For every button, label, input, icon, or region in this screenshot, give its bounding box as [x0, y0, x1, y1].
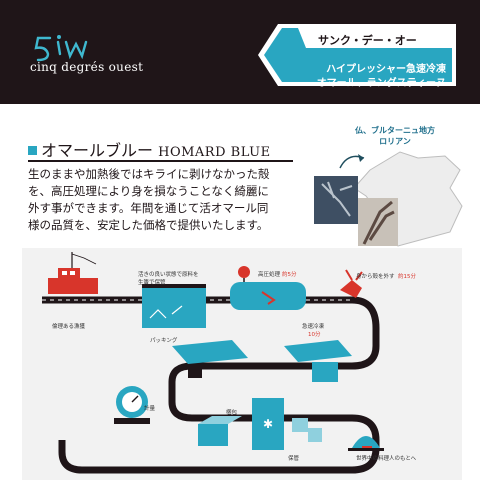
- process-track: ✱: [42, 252, 384, 474]
- france-map-icon: [314, 151, 463, 247]
- description-line: 外す事ができます。年間を通じて活オマール同: [28, 201, 269, 215]
- step-weigh: 計量: [144, 406, 156, 412]
- description-line: を、高圧処理により身を損なうことなく綺麗に: [28, 184, 269, 198]
- step-chef: 世界中の料理人のもとへ: [356, 456, 417, 462]
- fishing-boat-icon: [48, 252, 98, 294]
- description-line: 様の品質を、安定した価格で提供いたします。: [28, 218, 269, 232]
- high-pressure-machine-icon: [230, 266, 306, 310]
- step-pack: 梱包: [226, 410, 238, 416]
- logo-text: cinq degrés ouest: [30, 60, 144, 74]
- brand-katakana: サンク・デー・オー: [318, 34, 417, 47]
- lobster-photo-2: [358, 198, 398, 246]
- title-en: HOMARD BLUE: [158, 145, 271, 160]
- step-packing: パッキング: [150, 338, 178, 344]
- step-hpp: 高圧処理: [258, 272, 281, 278]
- cold-storage-icon: ✱: [252, 398, 322, 450]
- step-freeze: 急速冷凍: [302, 324, 325, 330]
- header-banner: cinq degrés ouest サンク・デー・オー ハイプレッシャー急速冷凍…: [0, 0, 480, 104]
- step-shell: 身から殻を外す: [356, 274, 395, 280]
- product-line-2: オマール、ラングスティーヌ: [316, 78, 446, 89]
- lobster-icon: [340, 269, 363, 298]
- serving-cloche-icon: [348, 436, 384, 451]
- step-shell-time: 約15分: [398, 274, 416, 280]
- logo-mark: [34, 34, 88, 62]
- svg-text:✱: ✱: [263, 417, 273, 431]
- scale-icon: [114, 386, 150, 424]
- product-line-1: ハイプレッシャー急速冷凍: [326, 64, 446, 75]
- step-storage-2: 生簀で保管: [138, 280, 166, 286]
- step-fishing: 倫理ある漁獲: [52, 324, 86, 330]
- freezer-machine-icon: [284, 340, 352, 382]
- region-line-1: 仏、ブルターニュ地方: [355, 126, 435, 135]
- lobster-photo-1: [314, 176, 358, 224]
- square-bullet-icon: [28, 146, 37, 155]
- product-panel: サンク・デー・オー ハイプレッシャー急速冷凍 オマール、ラングスティーヌ: [258, 24, 456, 89]
- title-divider: [28, 160, 293, 162]
- title-jp: オマールブルー: [41, 141, 154, 160]
- description: 生のままや加熱後ではキライに剥けなかった殻 を、高圧処理により身を損なうことなく…: [28, 166, 298, 234]
- step-store: 保管: [288, 456, 300, 462]
- region-line-2: ロリアン: [379, 137, 411, 146]
- section-title: オマールブルー HOMARD BLUE: [28, 137, 271, 161]
- step-storage-1: 活きの良い状態で原料を: [138, 272, 199, 278]
- region-label: 仏、ブルターニュ地方 ロリアン: [335, 125, 455, 147]
- package-box-icon: [198, 416, 242, 446]
- packing-machine-icon: [172, 340, 248, 378]
- step-freeze-time: 10分: [308, 332, 321, 338]
- step-hpp-time: 約5分: [282, 272, 297, 278]
- holding-tank-icon: [142, 284, 206, 328]
- description-line: 生のままや加熱後ではキライに剥けなかった殻: [28, 167, 270, 181]
